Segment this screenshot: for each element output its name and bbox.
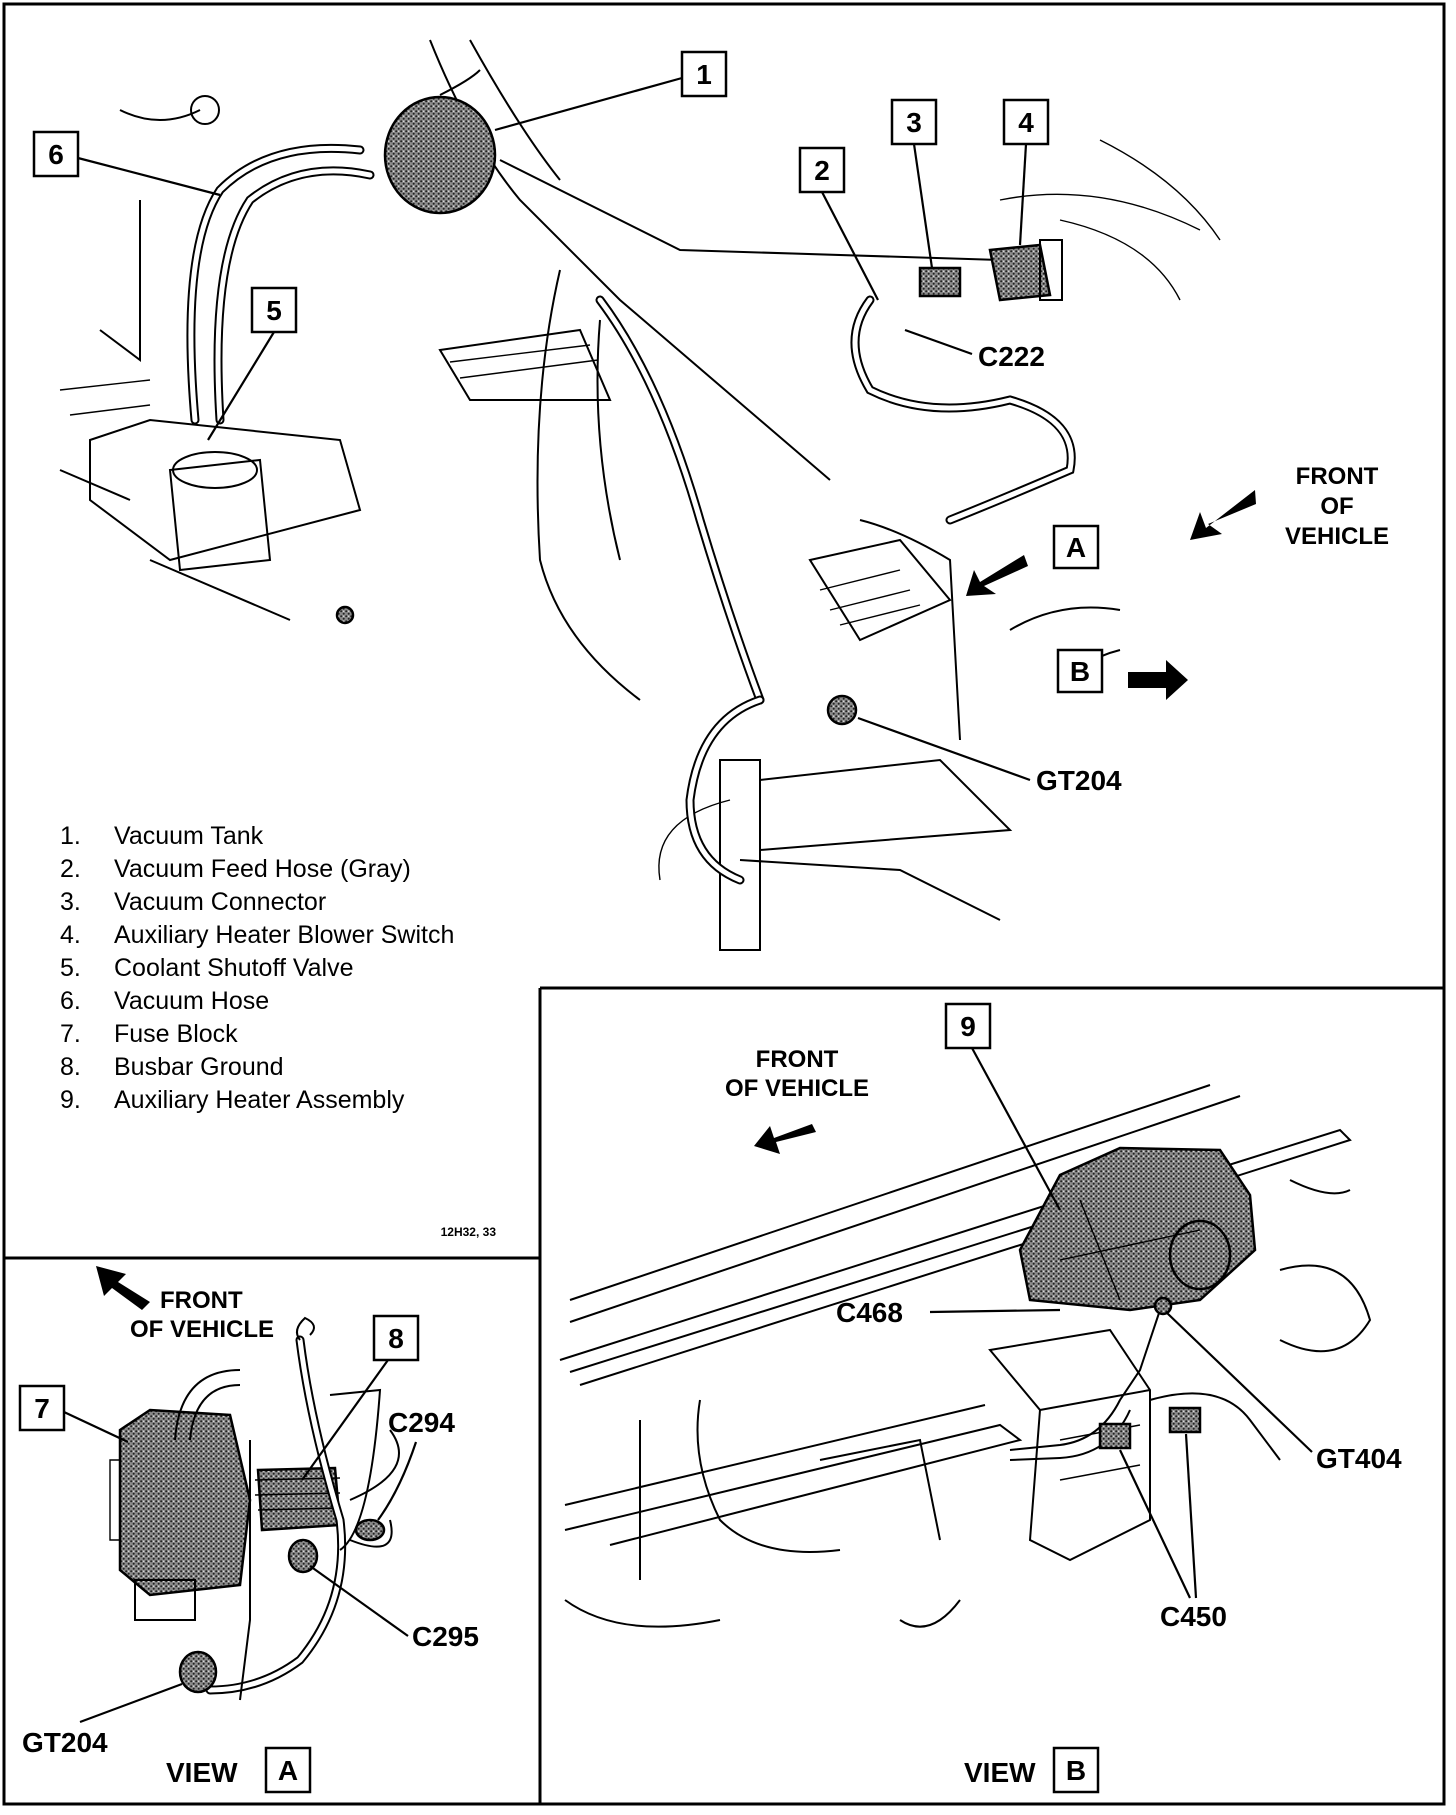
connector-gt404-label: GT404 [1316, 1443, 1402, 1474]
callout-5: 5 [207, 286, 298, 441]
callout-4: 4 [1002, 98, 1050, 246]
view-b-front-line-2: OF VEHICLE [725, 1075, 869, 1102]
svg-text:5.: 5. [60, 954, 81, 982]
view-a-front-line-1: FRONT [160, 1287, 243, 1314]
view-b-panel: FRONT OF VEHICLE 9 C468 GT404 C450 VIEW … [559, 1002, 1402, 1794]
legend-item: 1. Vacuum Tank [60, 822, 264, 850]
legend-item: 8. Busbar Ground [60, 1053, 284, 1081]
connector-c295-label: C295 [412, 1621, 479, 1652]
view-ref-b: B [1056, 648, 1188, 700]
svg-text:Auxiliary Heater Assembly: Auxiliary Heater Assembly [114, 1086, 405, 1114]
view-ref-a: A [966, 524, 1100, 596]
callout-2: 2 [798, 146, 879, 301]
view-a-drawing [109, 1316, 400, 1701]
connector-gt204-label: GT204 [1036, 765, 1122, 796]
callout-2-label: 2 [814, 155, 830, 186]
svg-text:Coolant Shutoff Valve: Coolant Shutoff Valve [114, 954, 354, 982]
svg-text:Fuse Block: Fuse Block [114, 1020, 238, 1048]
callout-1-label: 1 [696, 59, 712, 90]
connector-c295: C295 [309, 1565, 479, 1652]
svg-text:6.: 6. [60, 987, 81, 1015]
connector-c450: C450 [1119, 1433, 1227, 1632]
legend-item: 6. Vacuum Hose [60, 987, 269, 1015]
connector-gt204-view-a-label: GT204 [22, 1727, 108, 1758]
view-b-front-line-1: FRONT [756, 1046, 839, 1073]
connector-c468: C468 [836, 1297, 1061, 1328]
connector-gt204: GT204 [857, 716, 1122, 796]
connector-c222-label: C222 [978, 341, 1045, 372]
main-view-drawing [59, 39, 1221, 951]
svg-text:1.: 1. [60, 822, 81, 850]
svg-text:Busbar Ground: Busbar Ground [114, 1053, 284, 1081]
svg-text:Auxiliary Heater Blower Switch: Auxiliary Heater Blower Switch [114, 921, 454, 949]
legend-item: 3. Vacuum Connector [60, 888, 326, 916]
callout-5-label: 5 [266, 295, 282, 326]
view-a-front-line-2: OF VEHICLE [130, 1316, 274, 1343]
front-note-line-2: OF [1320, 493, 1353, 520]
front-note-line-1: FRONT [1296, 463, 1379, 490]
callout-9: 9 [944, 1002, 1061, 1211]
svg-text:9.: 9. [60, 1086, 81, 1114]
svg-text:7.: 7. [60, 1020, 81, 1048]
view-b-title-word: VIEW [964, 1757, 1036, 1788]
front-of-vehicle-note-main: FRONT OF VEHICLE [1190, 463, 1389, 550]
callout-8: 8 [301, 1314, 420, 1481]
callout-7: 7 [18, 1384, 129, 1443]
view-b-title-letter: B [1066, 1755, 1086, 1786]
front-note-line-3: VEHICLE [1285, 523, 1389, 550]
callout-1: 1 [494, 50, 728, 132]
svg-text:2.: 2. [60, 855, 81, 883]
svg-text:3.: 3. [60, 888, 81, 916]
connector-c468-label: C468 [836, 1297, 903, 1328]
view-a-arrow-icon [966, 555, 1028, 596]
connector-c222: C222 [904, 328, 1045, 372]
legend-item: 5. Coolant Shutoff Valve [60, 954, 354, 982]
svg-text:8.: 8. [60, 1053, 81, 1081]
view-ref-a-label: A [1066, 532, 1086, 563]
view-a-title: VIEW A [166, 1746, 312, 1794]
callout-6-label: 6 [48, 139, 64, 170]
connector-gt404: GT404 [1165, 1311, 1402, 1474]
callout-6: 6 [32, 130, 221, 197]
svg-text:Vacuum Feed Hose (Gray): Vacuum Feed Hose (Gray) [114, 855, 411, 883]
view-a-panel: FRONT OF VEHICLE 7 8 C294 C295 GT204 VIE [18, 1266, 479, 1794]
view-b-title: VIEW B [964, 1746, 1100, 1794]
callout-7-label: 7 [34, 1393, 50, 1424]
connector-c450-label: C450 [1160, 1601, 1227, 1632]
legend-item: 4. Auxiliary Heater Blower Switch [60, 921, 454, 949]
view-b-arrow-icon [1128, 660, 1188, 700]
callout-8-label: 8 [388, 1323, 404, 1354]
view-b-front-arrow-icon [754, 1124, 816, 1154]
callout-3: 3 [890, 98, 938, 269]
view-a-front-arrow-icon [96, 1266, 150, 1310]
legend-item: 2. Vacuum Feed Hose (Gray) [60, 855, 411, 883]
legend-item: 7. Fuse Block [60, 1020, 238, 1048]
connector-c294: C294 [377, 1407, 455, 1521]
svg-text:Vacuum Hose: Vacuum Hose [114, 987, 269, 1015]
view-a-title-letter: A [278, 1755, 298, 1786]
callout-4-label: 4 [1018, 107, 1034, 138]
main-view-callouts: 1 2 3 4 5 6 C222 [32, 50, 1389, 796]
view-ref-b-label: B [1070, 656, 1090, 687]
svg-text:Vacuum Connector: Vacuum Connector [114, 888, 326, 916]
legend: 1. Vacuum Tank 2. Vacuum Feed Hose (Gray… [60, 822, 496, 1239]
legend-item: 9. Auxiliary Heater Assembly [60, 1086, 405, 1114]
connector-gt204-view-a: GT204 [22, 1682, 183, 1758]
front-of-vehicle-note-view-a: FRONT OF VEHICLE [96, 1266, 274, 1343]
callout-3-label: 3 [906, 107, 922, 138]
callout-9-label: 9 [960, 1011, 976, 1042]
connector-c294-label: C294 [388, 1407, 455, 1438]
svg-text:Vacuum Tank: Vacuum Tank [114, 822, 264, 850]
view-a-title-word: VIEW [166, 1757, 238, 1788]
front-arrow-icon [1190, 490, 1256, 540]
front-of-vehicle-note-view-b: FRONT OF VEHICLE [725, 1046, 869, 1154]
view-b-drawing [559, 1084, 1372, 1628]
figure-code: 12H32, 33 [441, 1225, 497, 1239]
svg-text:4.: 4. [60, 921, 81, 949]
